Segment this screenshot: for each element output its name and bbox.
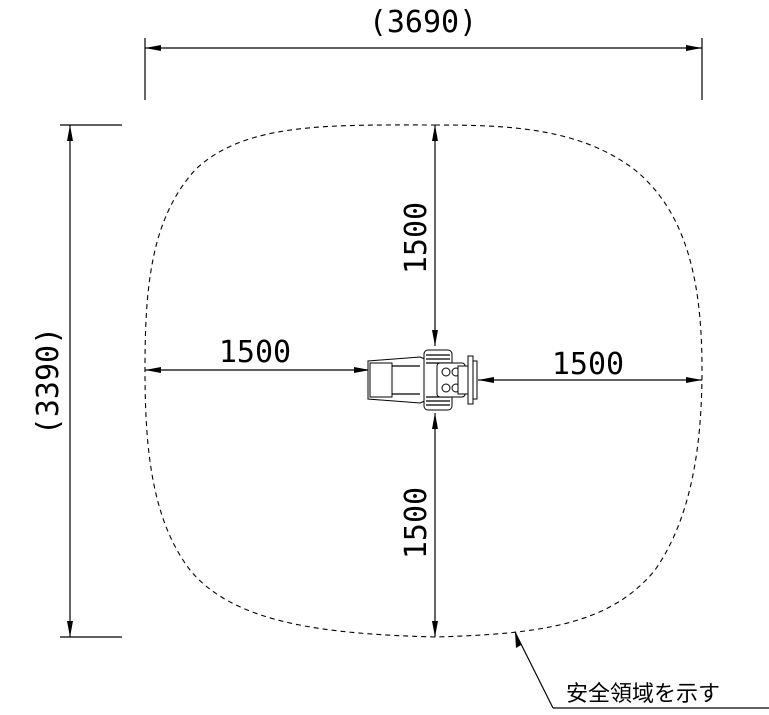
clearance-top-dimension: 1500 [399,125,438,346]
clearance-bottom-label: 1500 [399,487,434,559]
overall-width-label: (3690) [369,5,477,40]
clearance-right-label: 1500 [552,347,624,382]
equipment-plan-view [367,349,478,411]
overall-depth-dimension: (3390) [31,124,122,638]
clearance-right-dimension: 1500 [478,347,702,383]
overall-width-dimension: (3690) [144,5,703,100]
clearance-bottom-dimension: 1500 [399,413,438,637]
clearance-left-dimension: 1500 [145,335,370,373]
overall-depth-label: (3390) [31,327,66,435]
safety-zone-leader: 安全領域を示す [514,631,769,709]
clearance-top-label: 1500 [399,202,434,274]
clearance-left-label: 1500 [219,335,291,370]
safety-zone-note: 安全領域を示す [566,682,720,707]
